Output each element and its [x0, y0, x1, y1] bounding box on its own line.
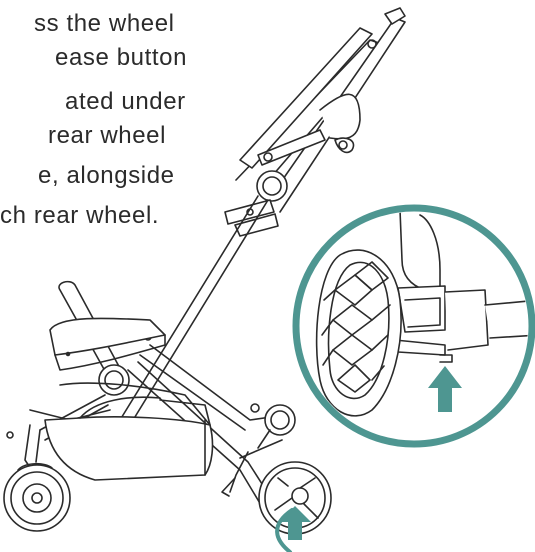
detail-magnifier — [292, 204, 535, 448]
stroller-backrest — [235, 7, 406, 213]
instruction-line-4: rear wheel — [48, 122, 167, 149]
instruction-line-2: ease button — [55, 44, 188, 71]
stroller-basket — [44, 382, 214, 481]
rear-wheel-pointer-curve — [275, 508, 294, 552]
front-wheel — [3, 424, 71, 532]
rear-wheel — [221, 403, 332, 535]
instruction-line-3: ated under — [65, 88, 186, 115]
stroller-hinge — [224, 170, 288, 237]
stroller-seat — [49, 317, 166, 371]
instruction-line-5: e, alongside — [38, 162, 175, 189]
instruction-line-6: ch rear wheel. — [0, 202, 160, 229]
instruction-line-1: ss the wheel — [34, 10, 175, 37]
detail-arrow-icon — [428, 366, 462, 412]
